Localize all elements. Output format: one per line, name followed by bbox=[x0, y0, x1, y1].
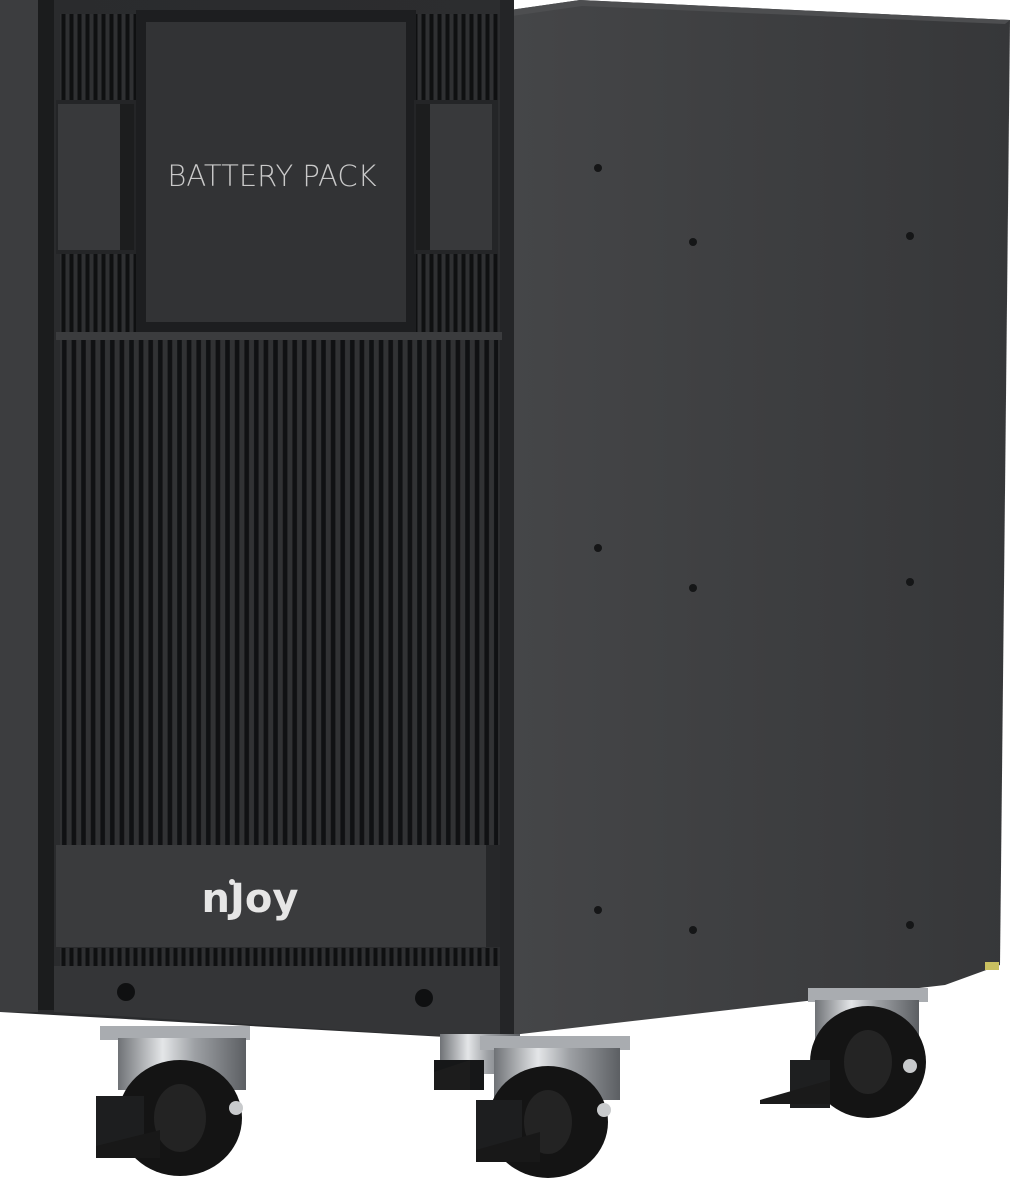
brand-logo-prefix: n bbox=[202, 876, 230, 922]
label-panel bbox=[146, 22, 406, 322]
underside-accent bbox=[985, 962, 999, 970]
front-left-edge bbox=[0, 0, 38, 1012]
right-handle-clip bbox=[414, 100, 498, 254]
lower-grille bbox=[60, 948, 498, 966]
grille-divider bbox=[56, 332, 502, 340]
side-screws bbox=[594, 164, 914, 934]
left-handle-clip bbox=[56, 100, 136, 254]
front-side-corner bbox=[500, 0, 514, 1035]
caster-front-right bbox=[476, 1036, 630, 1178]
brand-logo: nJoy bbox=[202, 876, 299, 922]
side-panel-top-edge bbox=[510, 0, 1010, 24]
brand-logo-accent bbox=[229, 879, 235, 885]
brand-plate-shadow bbox=[486, 845, 500, 947]
caster-back-right bbox=[760, 988, 928, 1118]
caster-front-left bbox=[96, 1026, 250, 1176]
brand-plate bbox=[56, 845, 500, 947]
base-plate bbox=[54, 966, 500, 1040]
front-left-groove bbox=[38, 0, 54, 1010]
brand-logo-suffix: Joy bbox=[227, 876, 298, 922]
base-screw-right bbox=[415, 989, 433, 1007]
battery-pack-label: BATTERY PACK bbox=[167, 159, 376, 193]
side-panel bbox=[510, 0, 1010, 1035]
base-screw-left bbox=[117, 983, 135, 1001]
main-grille bbox=[60, 340, 498, 845]
